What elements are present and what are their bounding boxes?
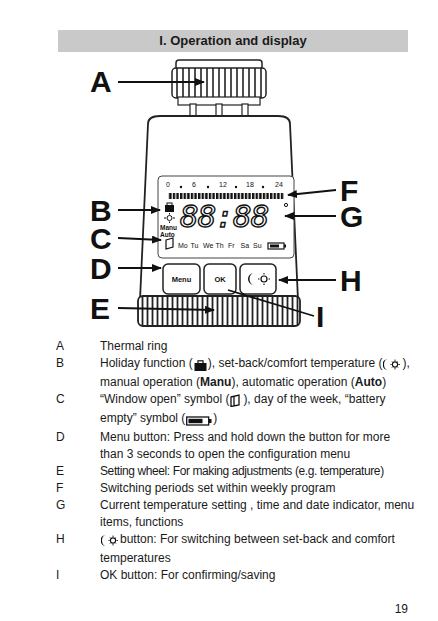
callout-letter: D — [90, 254, 112, 284]
legend-row: AThermal ring — [56, 338, 416, 355]
legend-text: ), set-back/comfort temperature ( — [208, 356, 383, 370]
legend-letter: G — [56, 497, 100, 531]
symbol-icon — [186, 412, 212, 429]
callout-letter: I — [316, 302, 324, 332]
legend-text: Menu button: Press and hold down the but… — [100, 430, 390, 461]
legend-row: DMenu button: Press and hold down the bu… — [56, 429, 416, 463]
legend-text: Switching periods set within weekly prog… — [100, 481, 335, 495]
scale-number: 24 — [275, 181, 283, 189]
symbol-icon — [194, 357, 207, 374]
weekday: Sa — [241, 242, 250, 250]
weekday: Th — [216, 242, 224, 250]
legend-letter: F — [56, 480, 100, 497]
callout-letter: C — [90, 224, 112, 254]
legend-description: Switching periods set within weekly prog… — [100, 480, 416, 497]
legend-description: Current temperature setting , time and d… — [100, 497, 416, 531]
legend-row: Hbutton: For switching between set-back … — [56, 531, 416, 567]
segment-digits: 88:88 — [180, 199, 268, 233]
weekday: Tu — [191, 242, 199, 250]
legend-text: Auto — [355, 375, 382, 389]
legend-description: “Window open” symbol (), day of the week… — [100, 391, 416, 429]
legend-row: GCurrent temperature setting , time and … — [56, 497, 416, 531]
symbol-icon — [383, 357, 401, 374]
scale-number: 12 — [219, 181, 227, 189]
symbol-icon — [230, 393, 242, 410]
callout-letter: E — [90, 294, 110, 324]
legend-row: ESetting wheel: For making adjustments (… — [56, 463, 416, 480]
weekday: Fr — [228, 242, 235, 250]
legend-letter: H — [56, 531, 100, 567]
legend-description: Menu button: Press and hold down the but… — [100, 429, 416, 463]
legend-letter: I — [56, 567, 100, 584]
symbol-icon — [101, 533, 119, 550]
legend-letter: A — [56, 338, 100, 355]
legend-text: Holiday function ( — [100, 356, 193, 370]
legend-row: C“Window open” symbol (), day of the wee… — [56, 391, 416, 429]
weekday: We — [203, 242, 213, 250]
button-label: OK — [214, 275, 225, 284]
callout-letter: A — [90, 67, 112, 97]
mode-label: Manu — [160, 224, 177, 232]
legend-letter: E — [56, 463, 100, 480]
callout-letter: B — [90, 196, 112, 226]
legend-text: Manu — [200, 375, 231, 389]
legend-description: Setting wheel: For making adjustments (e… — [100, 463, 416, 480]
button-label: Menu — [172, 275, 192, 284]
legend-description: button: For switching between set-back a… — [100, 531, 416, 567]
legend-text: Thermal ring — [100, 339, 167, 353]
weekday: Mo — [178, 242, 188, 250]
mode-label: Auto — [160, 231, 175, 239]
legend-text: OK button: For confirming/saving — [100, 568, 275, 582]
legend-text: Current temperature setting , time and d… — [100, 498, 414, 529]
callout-letter: G — [340, 202, 363, 232]
title-band: I. Operation and display — [58, 30, 408, 52]
legend-list: AThermal ringBHoliday function ( ), set-b… — [56, 338, 416, 584]
scale-number: 0 — [166, 181, 170, 189]
page-number: 19 — [395, 602, 408, 617]
legend-row: FSwitching periods set within weekly pro… — [56, 480, 416, 497]
legend-letter: B — [56, 355, 100, 391]
legend-text: ), automatic operation ( — [231, 375, 354, 389]
legend-text: ) — [382, 375, 386, 389]
legend-letter: D — [56, 429, 100, 463]
legend-description: Thermal ring — [100, 338, 416, 355]
weekday: Su — [253, 242, 262, 250]
legend-description: OK button: For confirming/saving — [100, 567, 416, 584]
legend-text: button: For switching between set-back a… — [100, 532, 395, 565]
legend-text: “Window open” symbol ( — [100, 392, 229, 406]
scale-number: 18 — [246, 181, 254, 189]
legend-description: Holiday function ( ), set-back/comfort te… — [100, 355, 416, 391]
legend-row: BHoliday function ( ), set-back/comfort t… — [56, 355, 416, 391]
callout-letter: H — [340, 266, 362, 296]
legend-text: ) — [213, 411, 217, 425]
scale-number: 6 — [192, 181, 196, 189]
legend-letter: C — [56, 391, 100, 429]
legend-row: IOK button: For confirming/saving — [56, 567, 416, 584]
legend-text: Setting wheel: For making adjustments (e… — [100, 464, 384, 478]
